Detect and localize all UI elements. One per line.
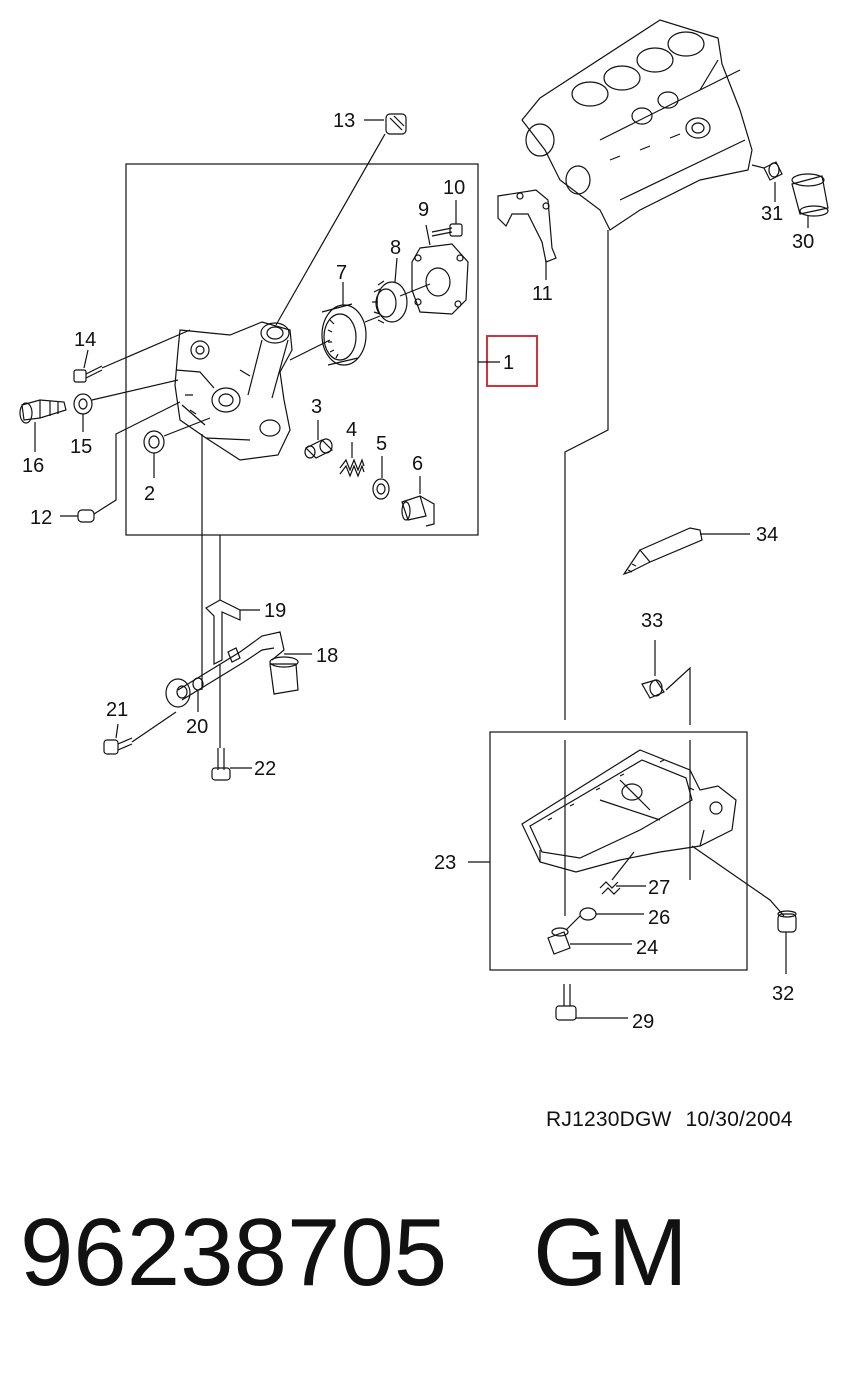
callout-15: 15 bbox=[70, 436, 92, 458]
oil-pump-assembly-box bbox=[125, 163, 479, 536]
plug-33 bbox=[641, 679, 665, 699]
plug-32 bbox=[777, 910, 797, 933]
callout-32: 32 bbox=[772, 983, 794, 1005]
callout-3: 3 bbox=[311, 396, 322, 418]
callout-8: 8 bbox=[390, 237, 401, 259]
relief-valve-3 bbox=[304, 438, 334, 459]
callout-16: 16 bbox=[22, 455, 44, 477]
plug-6 bbox=[401, 495, 435, 527]
rear-seal-gasket bbox=[497, 189, 557, 263]
callout-31: 31 bbox=[761, 203, 783, 225]
cover-screw bbox=[431, 223, 463, 237]
bolt-14 bbox=[73, 365, 103, 383]
filter-adapter-31 bbox=[763, 161, 783, 181]
washer-15 bbox=[73, 393, 93, 415]
ring-gear bbox=[321, 303, 367, 366]
drive-gear bbox=[372, 280, 408, 324]
callout-34: 34 bbox=[756, 524, 778, 546]
callout-21: 21 bbox=[106, 699, 128, 721]
oil-seal-2 bbox=[143, 430, 165, 454]
pipe-bracket-19 bbox=[205, 599, 241, 665]
callout-1: 1 bbox=[503, 352, 514, 374]
bolt-22 bbox=[211, 748, 231, 781]
callout-7: 7 bbox=[336, 262, 347, 284]
callout-11: 11 bbox=[532, 283, 553, 305]
oil-pump-body bbox=[174, 321, 293, 461]
callout-27: 27 bbox=[648, 877, 670, 899]
bolt-29 bbox=[555, 984, 577, 1021]
oil-filter-30 bbox=[791, 173, 829, 217]
drawing-code-line: RJ1230DGW 10/30/2004 bbox=[546, 1108, 807, 1132]
callout-4: 4 bbox=[346, 419, 357, 441]
washer-5 bbox=[372, 478, 390, 500]
bolt-21 bbox=[103, 737, 133, 755]
callout-29: 29 bbox=[632, 1011, 654, 1033]
callout-2: 2 bbox=[144, 483, 155, 505]
drawing-date: 10/30/2004 bbox=[685, 1108, 793, 1131]
oil-strainer-pipe bbox=[165, 631, 299, 708]
item-1-highlight-box bbox=[486, 335, 538, 387]
callout-18: 18 bbox=[316, 645, 338, 667]
callout-23: 23 bbox=[434, 852, 456, 874]
callout-24: 24 bbox=[636, 937, 658, 959]
callout-19: 19 bbox=[264, 600, 286, 622]
dowel-12 bbox=[77, 509, 95, 523]
callout-12: 12 bbox=[30, 507, 52, 529]
callout-33: 33 bbox=[641, 610, 663, 632]
callout-9: 9 bbox=[418, 199, 429, 221]
drain-gasket-26 bbox=[579, 907, 597, 921]
part-number: 96238705 bbox=[20, 1199, 448, 1306]
callout-14: 14 bbox=[74, 329, 96, 351]
callout-26: 26 bbox=[648, 907, 670, 929]
brand-name: GM bbox=[533, 1199, 688, 1306]
callout-10: 10 bbox=[443, 177, 465, 199]
engine-block bbox=[521, 19, 753, 231]
plug-13 bbox=[385, 113, 407, 135]
callout-5: 5 bbox=[376, 433, 387, 455]
callout-6: 6 bbox=[412, 453, 423, 475]
sealant-tube-34 bbox=[622, 527, 703, 576]
callout-22: 22 bbox=[254, 758, 276, 780]
drain-magnet-27 bbox=[599, 881, 621, 895]
drain-plug-24 bbox=[547, 927, 571, 955]
oil-pan-box bbox=[489, 731, 748, 971]
pressure-switch-16 bbox=[19, 399, 67, 424]
drawing-code: RJ1230DGW bbox=[546, 1108, 672, 1131]
spring-4 bbox=[339, 458, 365, 478]
callout-30: 30 bbox=[792, 231, 814, 253]
pump-cover-plate bbox=[411, 243, 469, 315]
callout-20: 20 bbox=[186, 716, 208, 738]
callout-13: 13 bbox=[333, 110, 355, 132]
